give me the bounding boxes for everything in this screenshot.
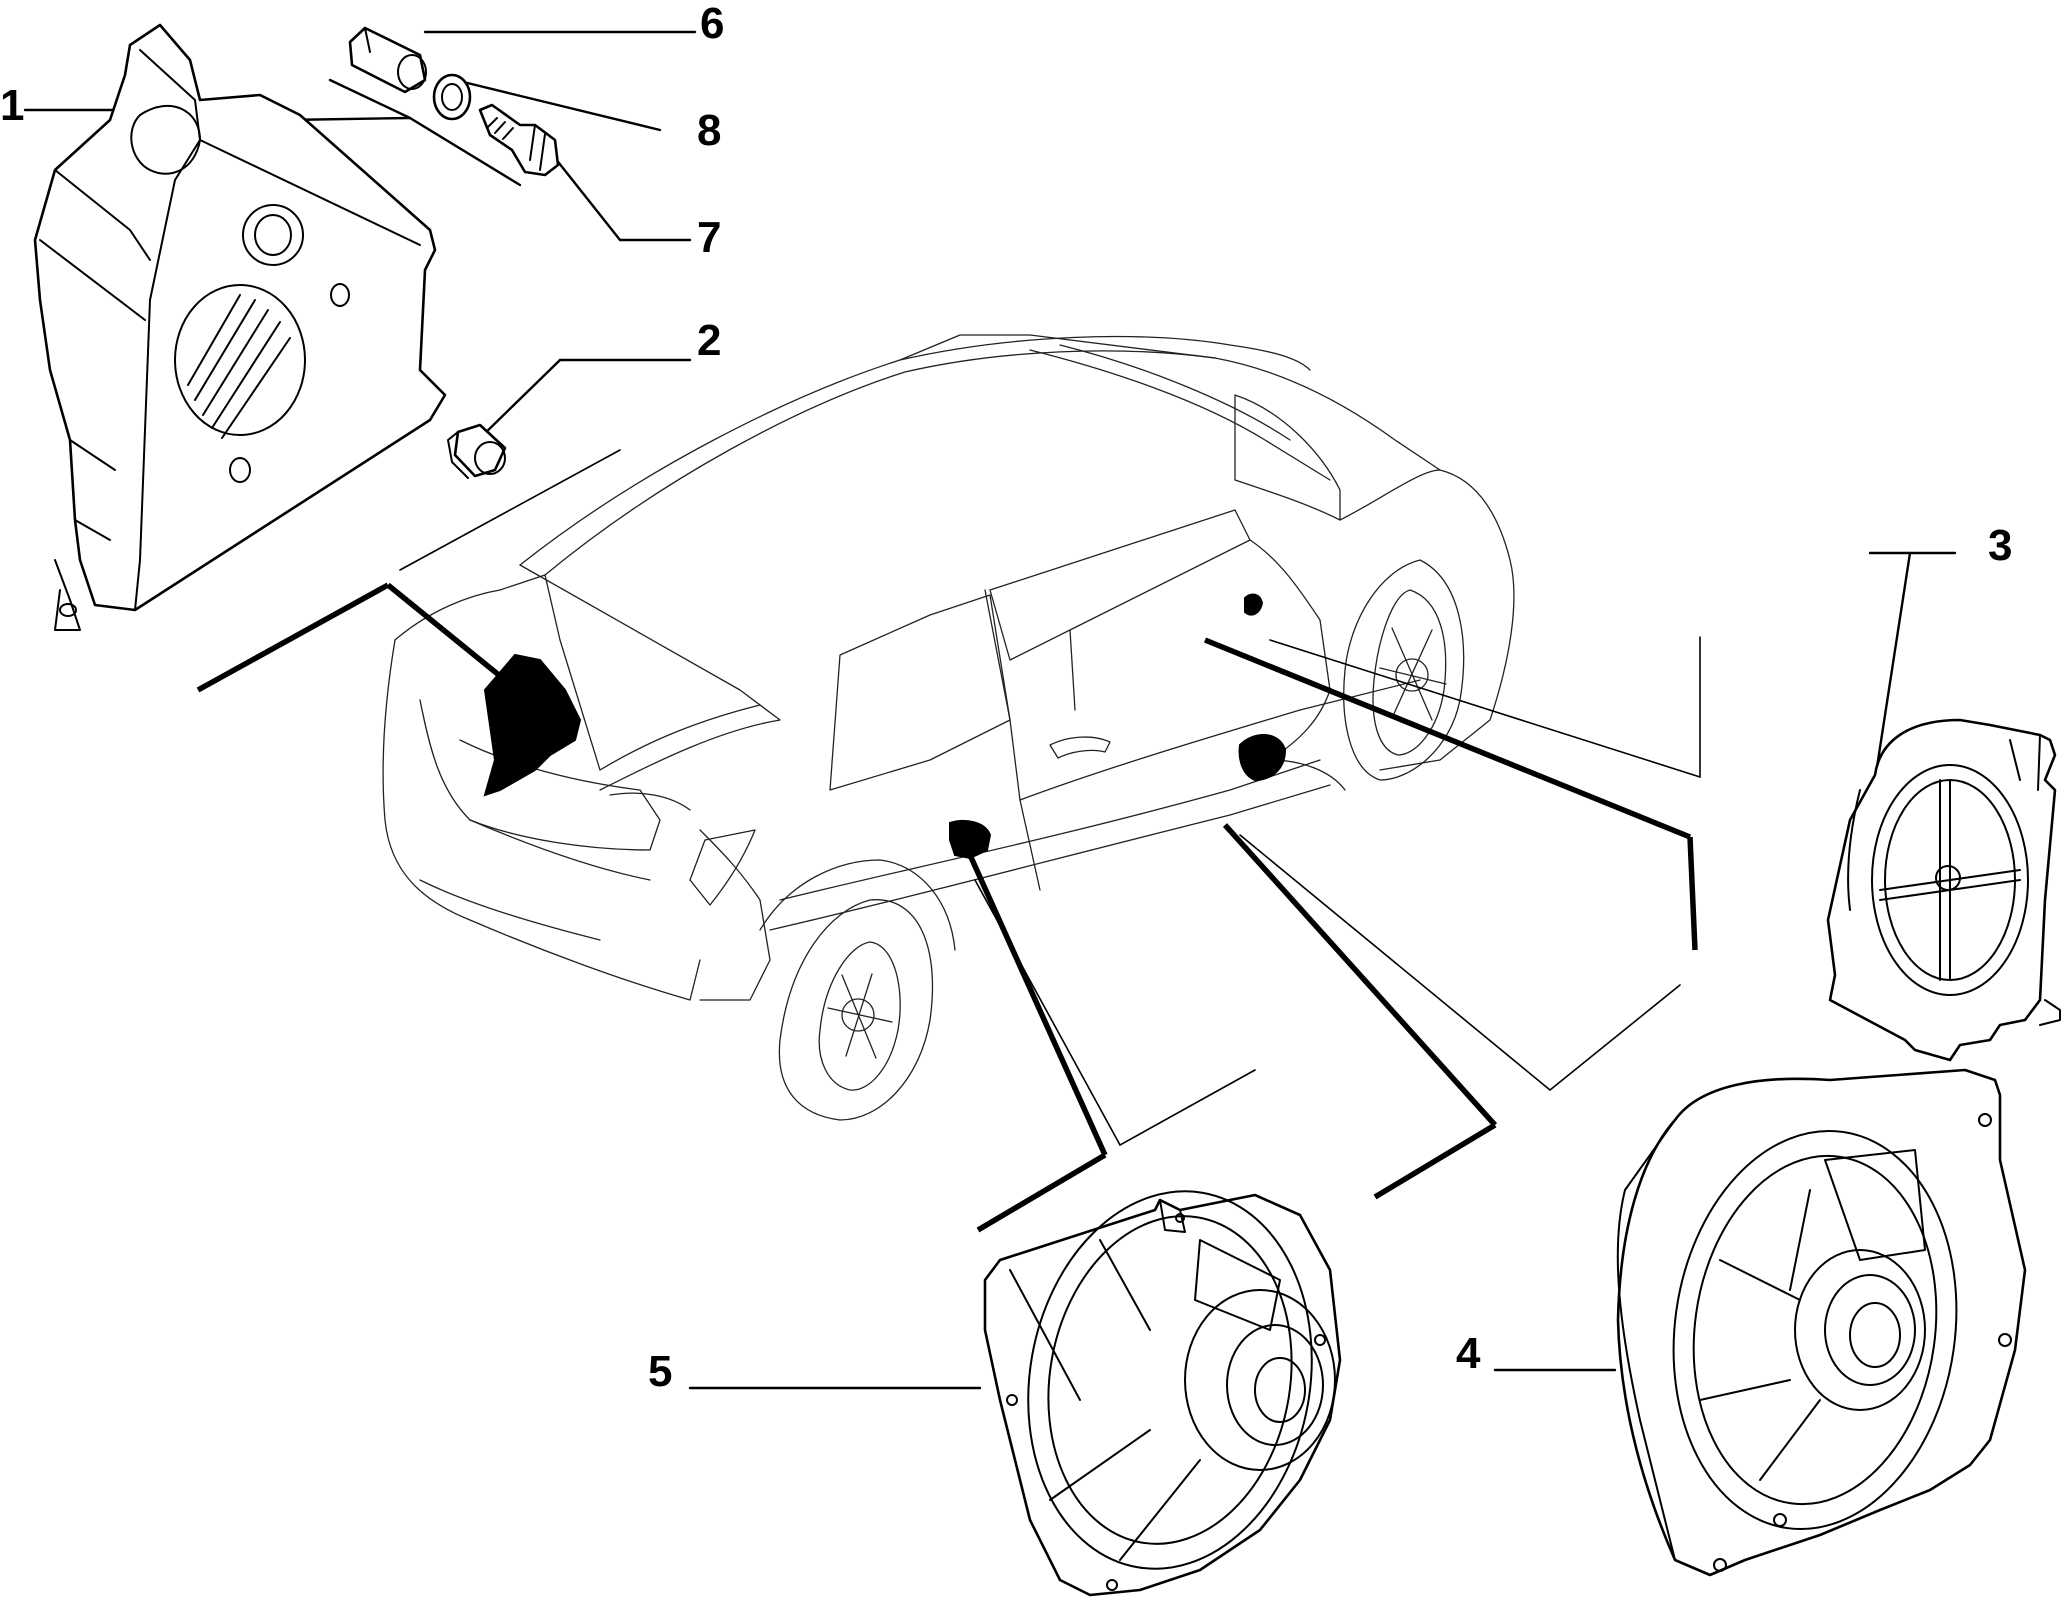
speaker-location-markers: [483, 593, 1287, 860]
callout-8: 8: [697, 106, 721, 155]
small-speaker-part-3: [1826, 718, 2061, 1062]
callout-1: 1: [0, 81, 24, 130]
washer-part-8: [432, 73, 472, 121]
callout-6: 6: [700, 0, 724, 48]
screw-part-7: [478, 103, 560, 177]
car-body-outline: [382, 334, 1515, 1121]
callout-7: 7: [697, 213, 721, 262]
callout-labels: 1 2 3 4 5 6 7 8: [0, 0, 2012, 1396]
callout-4: 4: [1456, 1329, 1481, 1378]
heavy-leader-lines: [196, 582, 1698, 1233]
callout-3: 3: [1988, 521, 2012, 570]
front-door-speaker-part-4: [1616, 1068, 2027, 1577]
rear-speaker-enclosure-part-1: [33, 23, 447, 631]
callout-5: 5: [648, 1347, 672, 1396]
rear-door-speaker-part-5: [983, 1190, 1342, 1597]
bush-part-6: [348, 26, 427, 94]
leader-lines: [23, 30, 1957, 1390]
grommet-part-2: [447, 423, 507, 479]
callout-2: 2: [697, 316, 721, 365]
